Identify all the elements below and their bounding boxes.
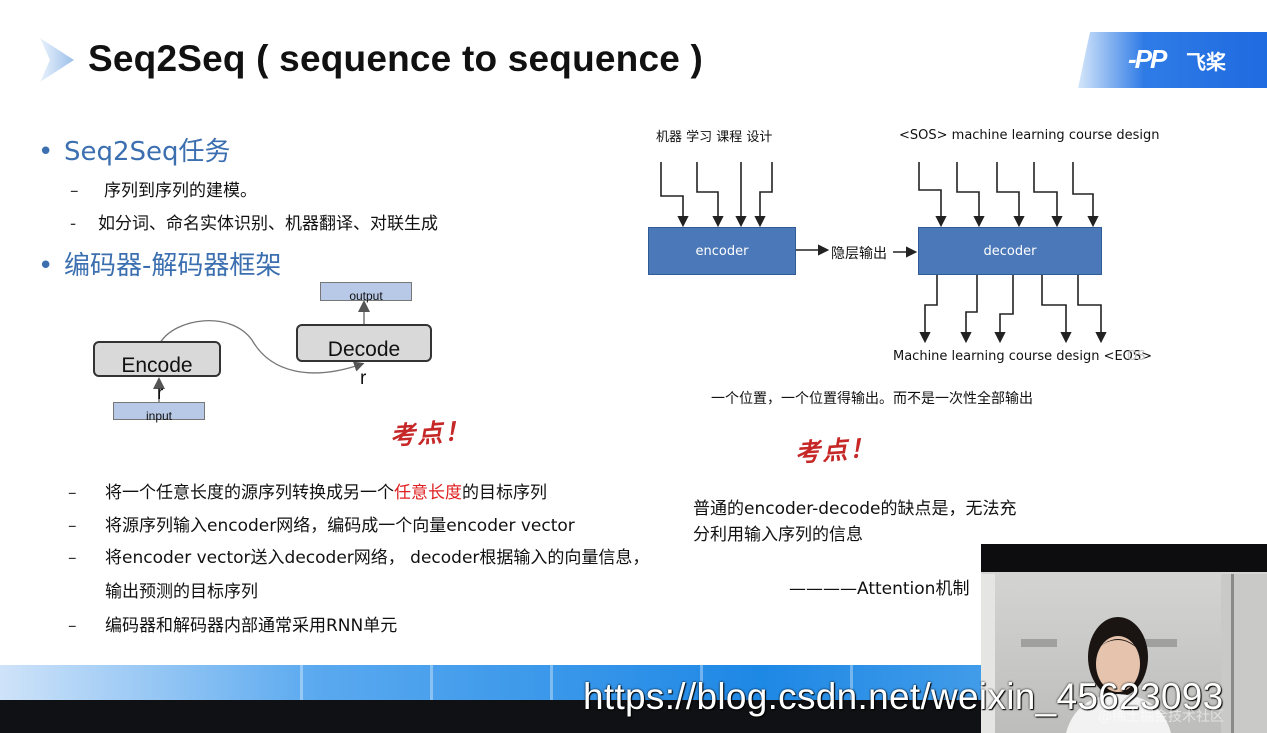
list-item: -如分词、命名实体识别、机器翻译、对联生成	[70, 214, 438, 234]
section-title-seq2seq-task: •Seq2Seq任务	[38, 137, 231, 167]
r-label: r	[360, 368, 367, 389]
drawback-note: 普通的encoder-decode的缺点是，无法充	[693, 499, 1017, 519]
drawback-note: 分利用输入序列的信息	[693, 525, 863, 545]
list-item: 输出预测的目标序列	[105, 582, 258, 602]
input-tokens: 机器 学习 课程 设计	[656, 130, 773, 145]
list-item: –将源序列输入encoder网络，编码成一个向量encoder vector	[68, 516, 575, 536]
title-arrow-icon	[40, 38, 74, 82]
hidden-output-label: 隐层输出	[831, 246, 887, 262]
logo-text: 飞桨	[1186, 50, 1226, 74]
r-label: r	[157, 383, 164, 404]
list-item: –将encoder vector送入decoder网络， decoder根据输入…	[68, 548, 650, 568]
decoder-input-tokens: <SOS> machine learning course design	[899, 128, 1160, 143]
list-item: –将一个任意长度的源序列转换成另一个任意长度的目标序列	[68, 483, 547, 503]
exam-point-note: 考点！	[794, 433, 878, 468]
url-watermark: https://blog.csdn.net/weixin_45623093	[583, 676, 1224, 717]
input-box: input	[113, 402, 205, 423]
presenter-video	[981, 544, 1267, 733]
webcam-overlay	[981, 544, 1267, 733]
list-item: –编码器和解码器内部通常采用RNN单元	[68, 616, 398, 636]
logo-band	[1078, 32, 1267, 88]
output-box: output	[320, 282, 412, 303]
encoder-block: encoder	[648, 227, 796, 275]
list-item: –序列到序列的建模。	[70, 181, 257, 201]
output-caption: 一个位置，一个位置得输出。而不是一次性全部输出	[711, 391, 1033, 407]
encode-box: Encode	[93, 341, 221, 377]
exam-point-note: 考点！	[389, 416, 473, 451]
bullet-dot: •	[38, 137, 54, 167]
highlight-text: 任意长度	[394, 483, 462, 503]
decode-box: Decode	[296, 324, 432, 362]
page-title: Seq2Seq ( sequence to sequence )	[88, 38, 704, 79]
output-ghost-text: OS	[1127, 349, 1146, 364]
section-title-encoder-decoder: •编码器-解码器框架	[38, 251, 282, 281]
attention-note: ————Attention机制	[789, 579, 970, 599]
bullet-dot: •	[38, 251, 54, 281]
output-tokens: Machine learning course design <EOS>	[893, 349, 1153, 364]
paddle-logo-icon: -PP	[1128, 44, 1167, 74]
decoder-block: decoder	[918, 227, 1102, 275]
site-watermark: @稀土掘金技术社区	[1098, 709, 1224, 725]
